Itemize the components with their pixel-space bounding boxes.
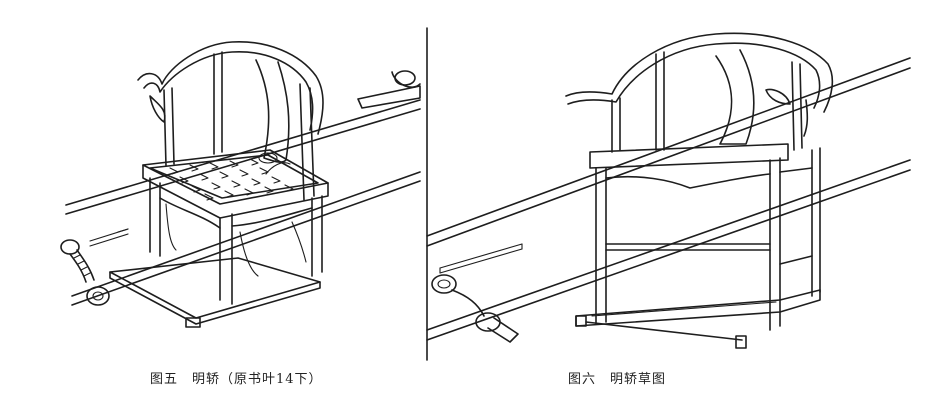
chair-back-right	[565, 32, 834, 153]
chair-back-left	[137, 41, 324, 201]
figure-6-sketch	[426, 32, 911, 349]
figure-5-sedan-chair	[60, 41, 421, 328]
carrying-poles-right	[426, 57, 911, 341]
figure-5-caption: 图五 明轿（原书叶14下）	[150, 372, 323, 387]
chair-seat-right	[575, 143, 821, 349]
pole-rope-binding-right	[431, 274, 519, 343]
figure-6-caption: 图六 明轿草图	[568, 372, 667, 387]
carrying-poles-left	[65, 99, 421, 306]
chair-seat-left	[109, 149, 329, 328]
pole-rope-binding-left	[60, 70, 421, 306]
